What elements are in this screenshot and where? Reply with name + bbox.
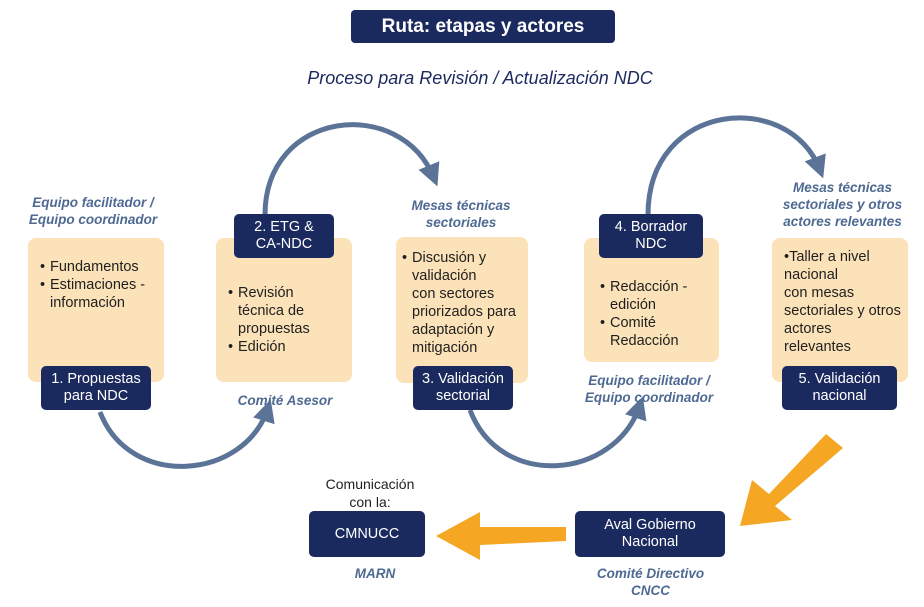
- communication-label: Comunicación con la:: [325, 476, 415, 510]
- actor-label-marn: MARN: [354, 566, 396, 581]
- actor-label-equipo-facilitador-2: Equipo facilitador / Equipo coordinador: [584, 373, 714, 405]
- actor-label-comite-asesor: Comité Asesor: [237, 393, 333, 408]
- arrow-stage4-to-stage5: [645, 115, 826, 216]
- activity-item: Edición: [228, 338, 352, 356]
- arrow-stage2-to-stage3: [262, 122, 440, 216]
- activity-card-5: •Taller a nivel nacional con mesas secto…: [772, 238, 908, 382]
- activity-item: •Taller a nivel nacional con mesas secto…: [784, 249, 901, 355]
- actor-label-mesas-tecnicas: Mesas técnicas sectoriales: [411, 198, 511, 230]
- arrow-stage3-to-stage4: [467, 396, 647, 469]
- actor-label-mesas-tecnicas-otros: Mesas técnicas sectoriales y otros actor…: [782, 180, 903, 229]
- activity-item: Redacción - edición: [600, 278, 718, 314]
- arrow-stage1-to-stage2: [97, 399, 275, 469]
- activity-item: Revisión técnica de propuestas: [228, 284, 352, 338]
- arrow-stage5-to-aval: [740, 434, 843, 526]
- actor-label-comite-directivo: Comité Directivo CNCC: [596, 566, 705, 598]
- activity-item: Discusión y validación con sectores prio…: [402, 249, 528, 357]
- diagram-title: Ruta: etapas y actores: [351, 10, 615, 43]
- activity-card-2: Revisión técnica de propuestas Edición: [216, 238, 352, 382]
- diagram-subtitle: Proceso para Revisión / Actualización ND…: [307, 68, 653, 88]
- activity-card-1: Fundamentos Estimaciones - información: [28, 238, 164, 382]
- activity-card-4: Redacción - edición Comité Redacción: [584, 238, 719, 362]
- stage-4-borrador-ndc: 4. Borrador NDC: [599, 214, 703, 258]
- actor-label-equipo-facilitador-1: Equipo facilitador / Equipo coordinador: [28, 195, 158, 227]
- activity-item: Fundamentos: [40, 258, 164, 276]
- activity-item: Comité Redacción: [600, 314, 718, 350]
- stage-3-validacion-sectorial: 3. Validación sectorial: [413, 366, 513, 410]
- arrow-aval-to-cmnucc: [436, 512, 566, 560]
- activity-item: Estimaciones - información: [40, 276, 164, 312]
- stage-1-propuestas-ndc: 1. Propuestas para NDC: [41, 366, 151, 410]
- stage-aval-gobierno-nacional: Aval Gobierno Nacional: [575, 511, 725, 557]
- stage-2-etg-ca-ndc: 2. ETG & CA-NDC: [234, 214, 334, 258]
- stage-5-validacion-nacional: 5. Validación nacional: [782, 366, 897, 410]
- stage-cmnucc: CMNUCC: [309, 511, 425, 557]
- activity-card-3: Discusión y validación con sectores prio…: [396, 237, 528, 383]
